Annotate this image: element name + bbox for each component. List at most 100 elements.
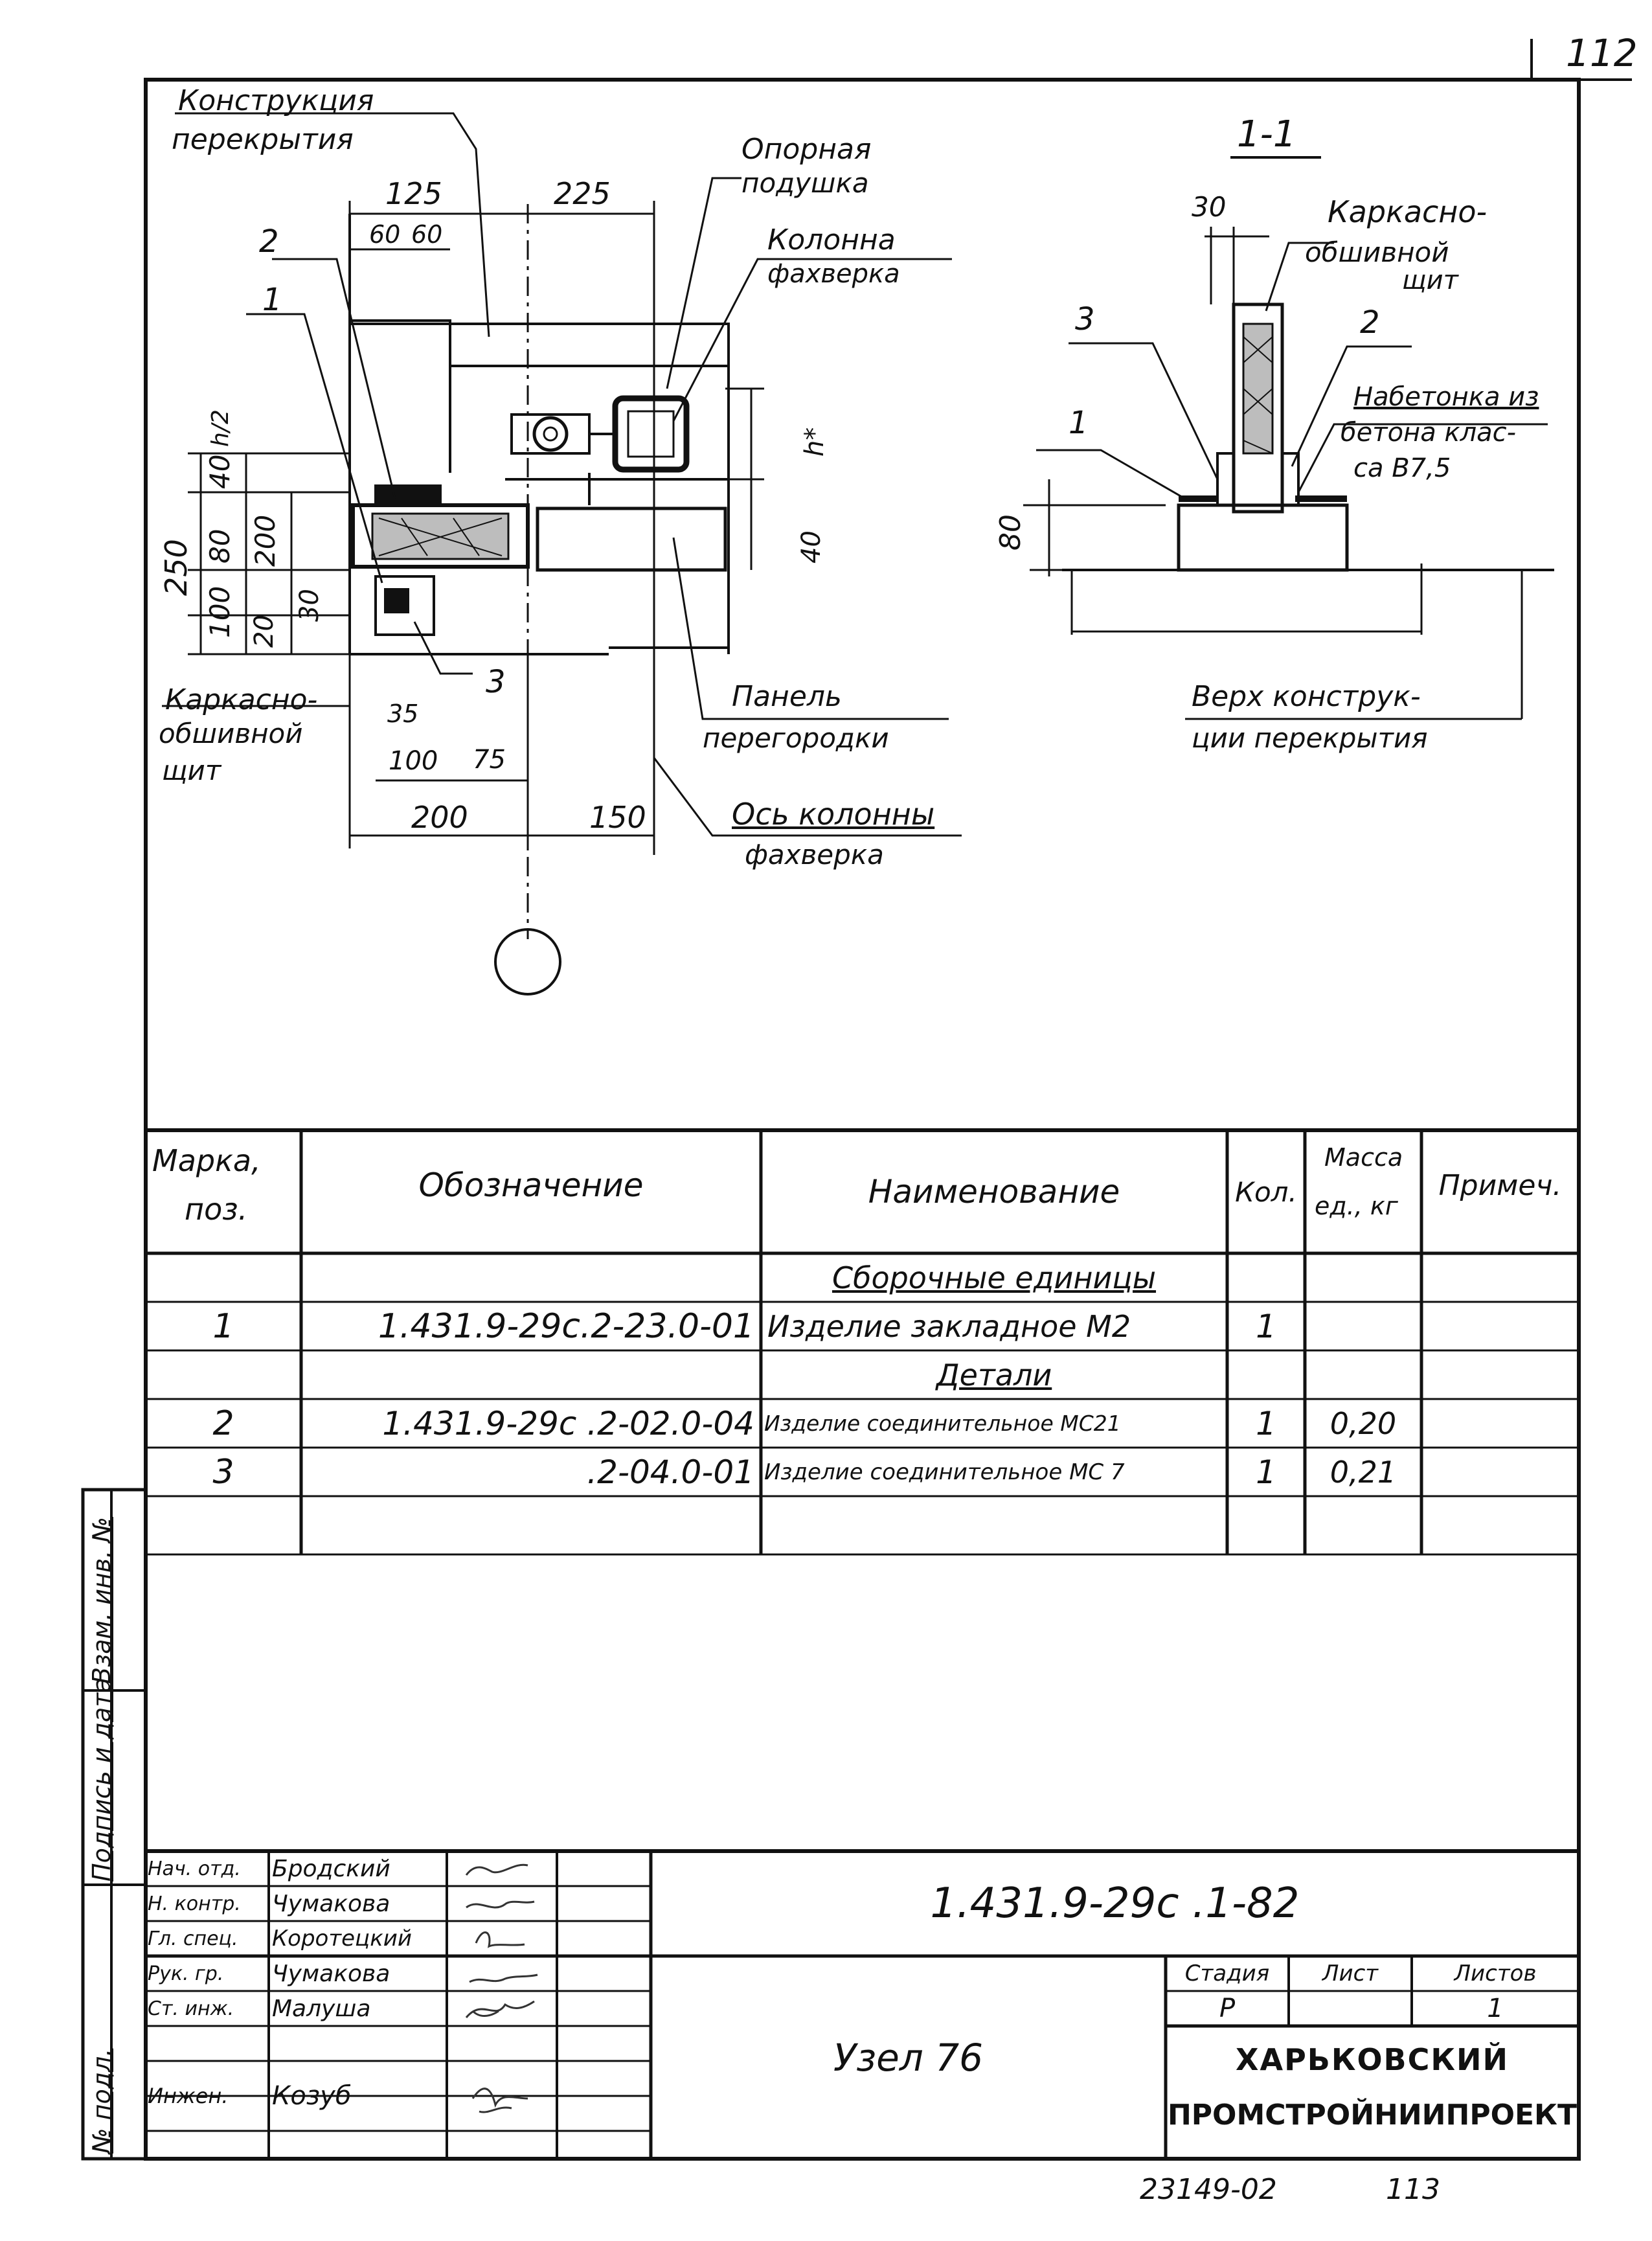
tb-sheets-label: Листов	[1454, 1961, 1537, 1986]
label-frame-panel-3: щит	[162, 755, 221, 786]
title-block-grid	[146, 1849, 1579, 2159]
section-pos-2: 2	[1360, 304, 1380, 341]
section-label-topping-3: са B7,5	[1353, 453, 1451, 483]
dim-150: 150	[589, 800, 646, 835]
label-column-2: фахверка	[767, 259, 900, 289]
dim-125: 125	[385, 176, 442, 211]
footer-archive-no: 23149-02	[1140, 2173, 1277, 2206]
signatures	[465, 1863, 538, 2113]
spec-row-2-name: Изделие соединительное МС21	[764, 1411, 1121, 1436]
dim-40b: 40	[797, 530, 826, 563]
spec-row-1-designation: 1.431.9-29с.2-23.0-01	[378, 1306, 754, 1346]
col-header-mass-1: Масса	[1324, 1143, 1403, 1172]
tb-sheet-label: Лист	[1322, 1961, 1379, 1986]
col-header-note: Примеч.	[1438, 1168, 1562, 1202]
tb-role-7: Инжен.	[148, 2084, 229, 2108]
footer-page-no: 113	[1386, 2173, 1440, 2206]
dim-200b: 200	[411, 800, 468, 835]
pos-1-plan: 1	[262, 282, 282, 318]
tb-role-1: Нач. отд.	[148, 1857, 241, 1880]
spec-row-1-mark: 1	[212, 1306, 234, 1346]
dim-80: 80	[204, 529, 236, 563]
tb-sheets: 1	[1487, 1994, 1504, 2023]
label-column-axis-1: Ось колонны	[732, 797, 935, 832]
dim-75: 75	[473, 745, 506, 775]
stamp-inv-replace: Взам. инв. №	[87, 1516, 116, 1684]
sheet-frame	[144, 78, 1581, 2161]
section-label-frame-1: Каркасно-	[1328, 194, 1488, 229]
dim-20: 20	[249, 615, 279, 648]
tb-name-1: Бродский	[272, 1855, 390, 1882]
dim-h2: h/2	[207, 409, 234, 447]
section-drawing	[1023, 156, 1554, 720]
section-title: 1-1	[1237, 113, 1296, 155]
tb-org-line2: ПРОМСТРОЙНИИПРОЕКТ	[1167, 2098, 1578, 2132]
section-dim-80: 80	[994, 514, 1027, 551]
col-header-mass-2: ед., кг	[1315, 1192, 1398, 1220]
dim-30: 30	[295, 589, 324, 622]
section-label-topping-1: Набетонка из	[1353, 382, 1539, 412]
tb-doc-code: 1.431.9-29с .1-82	[930, 1880, 1300, 1928]
dim-35: 35	[387, 700, 419, 728]
section-pos-1: 1	[1069, 405, 1089, 441]
stamp-orig-inv: № подл.	[87, 2048, 116, 2154]
tb-role-5: Ст. инж.	[148, 1997, 234, 2020]
label-partition-panel-1: Панель	[732, 680, 842, 713]
spec-row-2-designation: 1.431.9-29с .2-02.0-04	[382, 1404, 754, 1442]
spec-row-3-designation: .2-04.0-01	[587, 1453, 754, 1491]
label-column-1: Колонна	[767, 223, 896, 256]
col-header-mark-1: Марка,	[152, 1143, 261, 1178]
sheet-number: 112	[1566, 31, 1638, 75]
tb-name-2: Чумакова	[272, 1890, 390, 1917]
col-header-designation: Обозначение	[418, 1166, 644, 1204]
pos-2-plan: 2	[259, 223, 279, 260]
dim-250: 250	[159, 539, 194, 596]
label-column-axis-2: фахверка	[745, 839, 884, 870]
tb-role-4: Рук. гр.	[148, 1962, 224, 1985]
stamp-sign-date: Подпись и дата	[87, 1678, 116, 1882]
plan-drawing	[162, 112, 962, 995]
tb-name-5: Малуша	[272, 1995, 371, 2022]
pos-3-plan: 3	[486, 664, 506, 700]
dim-100b: 100	[389, 746, 438, 776]
dim-200: 200	[249, 514, 281, 567]
left-stamp-strip	[81, 1488, 148, 2161]
label-floor-structure-1: Конструкция	[178, 84, 374, 117]
dim-40a: 40	[204, 454, 236, 489]
spec-row-3-mark: 3	[212, 1452, 234, 1492]
tb-name-7: Козуб	[272, 2081, 352, 2111]
section-dim-30: 30	[1192, 191, 1227, 223]
callout-circle	[494, 928, 561, 995]
spec-row-3-qty: 1	[1256, 1453, 1276, 1491]
tb-drawing-name: Узел 76	[833, 2035, 984, 2080]
section-label-top-2: ции перекрытия	[1192, 722, 1428, 754]
dim-60a: 60	[369, 220, 401, 249]
spec-table-grid	[146, 1128, 1579, 1556]
spec-row-1-mass	[1305, 1302, 1421, 1350]
dim-60b: 60	[411, 220, 443, 249]
label-frame-panel-2: обшивной	[159, 718, 303, 749]
spec-row-3-mass: 0,21	[1330, 1454, 1397, 1490]
tb-sheet	[1289, 1991, 1412, 2026]
section-label-frame-3: щит	[1402, 266, 1458, 295]
tb-org-line1: ХАРЬКОВСКИЙ	[1236, 2042, 1509, 2077]
tb-role-2: Н. контр.	[148, 1892, 241, 1915]
label-floor-structure-2: перекрытия	[172, 123, 354, 156]
tb-name-4: Чумакова	[272, 1960, 390, 1987]
tb-role-3: Гл. спец.	[148, 1927, 238, 1950]
dim-100: 100	[204, 586, 236, 638]
section-parts: Детали	[936, 1357, 1052, 1393]
section-label-top-1: Верх конструк-	[1192, 680, 1421, 713]
label-bearing-pad-2: подушка	[741, 167, 869, 199]
spec-row-3-name: Изделие соединительное МС 7	[764, 1459, 1125, 1485]
spec-row-2-mark: 2	[212, 1404, 234, 1443]
col-header-qty: Кол.	[1235, 1176, 1297, 1208]
section-pos-3: 3	[1075, 301, 1095, 337]
spec-row-1-qty: 1	[1256, 1307, 1276, 1345]
col-header-mark-2: поз.	[185, 1192, 248, 1227]
section-label-frame-2: обшивной	[1305, 236, 1449, 268]
tb-name-3: Коротецкий	[272, 1926, 412, 1951]
tb-stage: Р	[1219, 1994, 1236, 2023]
spec-row-1-name: Изделие закладное М2	[767, 1308, 1131, 1344]
